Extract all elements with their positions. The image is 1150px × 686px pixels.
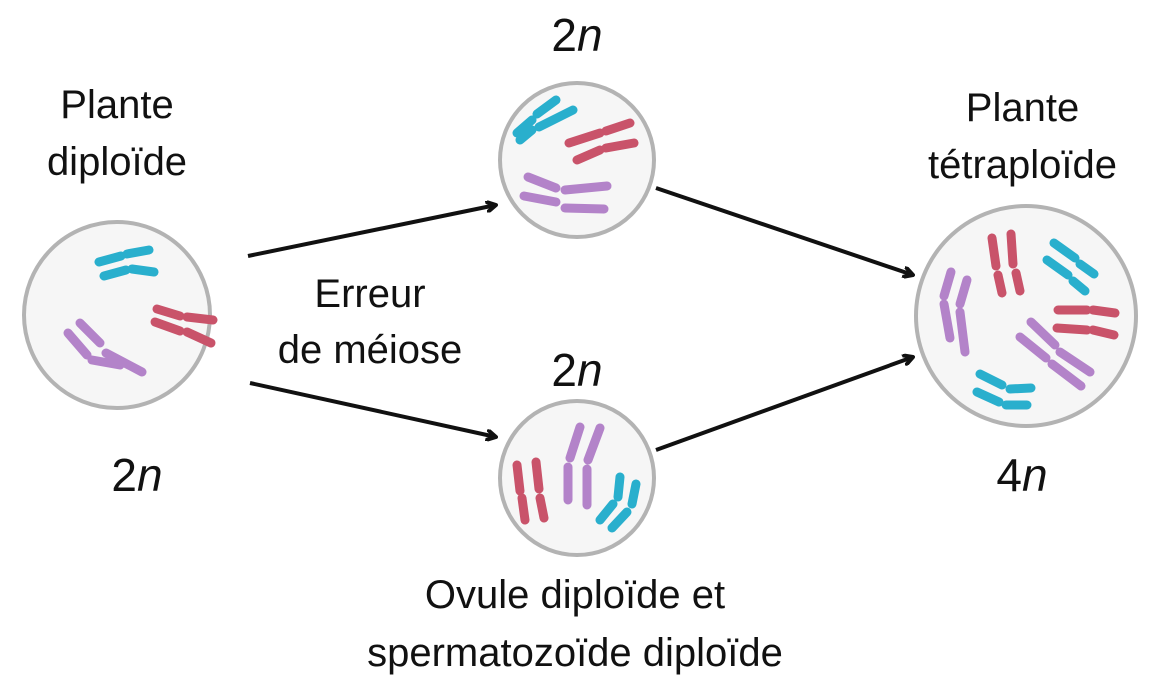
cell-gamete-bottom bbox=[498, 399, 656, 557]
chromosomes-gamete-top bbox=[512, 95, 639, 214]
chromosomes-parent bbox=[63, 245, 218, 377]
chromosome-red-gamete-top bbox=[564, 118, 639, 165]
chromosome-purple-gamete-top bbox=[519, 172, 612, 214]
arrow-parent-to-bottom-gamete bbox=[249, 381, 496, 437]
chromosome-purple-tetraploid-1 bbox=[939, 267, 972, 357]
chromosome-cyan-parent bbox=[94, 245, 159, 281]
chromosome-red-parent bbox=[150, 304, 218, 348]
label-meiosis-error-line2: de méiose bbox=[277, 328, 463, 372]
chromosome-cyan-gamete-top bbox=[512, 95, 578, 145]
chromosome-cyan-gamete-bottom bbox=[595, 472, 641, 533]
chromosomes-tetraploid bbox=[939, 229, 1120, 410]
chromosome-red-tetraploid-2 bbox=[1052, 305, 1120, 340]
ploidy-variable: n bbox=[137, 449, 163, 501]
ploidy-variable: n bbox=[577, 9, 603, 61]
arrow-parent-to-top-gamete bbox=[247, 205, 496, 258]
ploidy-label-gamete-top: 2n bbox=[517, 12, 637, 58]
arrow-top-gamete-to-tetraploid bbox=[655, 186, 913, 275]
ploidy-label-tetraploid: 4n bbox=[962, 452, 1082, 498]
ploidy-number: 2 bbox=[551, 9, 577, 61]
ploidy-number: 4 bbox=[996, 449, 1022, 501]
ploidy-number: 2 bbox=[551, 344, 577, 396]
chromosome-purple-gamete-bottom bbox=[563, 422, 605, 510]
label-tetraploid-plant-line1: Plante bbox=[965, 86, 1080, 130]
label-gametes-line2: spermatozoïde diploïde bbox=[367, 631, 783, 675]
ploidy-label-gamete-bottom: 2n bbox=[517, 347, 637, 393]
ploidy-number: 2 bbox=[111, 449, 137, 501]
label-tetraploid-plant-line2: tétraploïde bbox=[927, 143, 1118, 187]
cell-diploid-parent bbox=[22, 220, 212, 410]
label-gametes-line1: Ovule diploïde et bbox=[424, 573, 726, 617]
ploidy-variable: n bbox=[1022, 449, 1048, 501]
label-diploid-plant-line1: Plante bbox=[60, 83, 174, 127]
chromosome-cyan-tetraploid-1 bbox=[1042, 238, 1099, 296]
label-meiosis-error-line1: Erreur bbox=[314, 272, 426, 316]
chromosome-red-tetraploid-1 bbox=[987, 229, 1025, 298]
label-diploid-plant-line2: diploïde bbox=[46, 140, 188, 184]
chromosomes-gamete-bottom bbox=[512, 422, 641, 533]
ploidy-variable: n bbox=[577, 344, 603, 396]
ploidy-label-parent: 2n bbox=[77, 452, 197, 498]
chromosome-purple-parent bbox=[63, 318, 147, 377]
chromosome-cyan-tetraploid-2 bbox=[972, 369, 1036, 410]
arrow-bottom-gamete-to-tetraploid bbox=[655, 357, 913, 452]
chromosome-purple-tetraploid-2 bbox=[1015, 317, 1095, 391]
chromosome-red-gamete-bottom bbox=[512, 457, 549, 525]
